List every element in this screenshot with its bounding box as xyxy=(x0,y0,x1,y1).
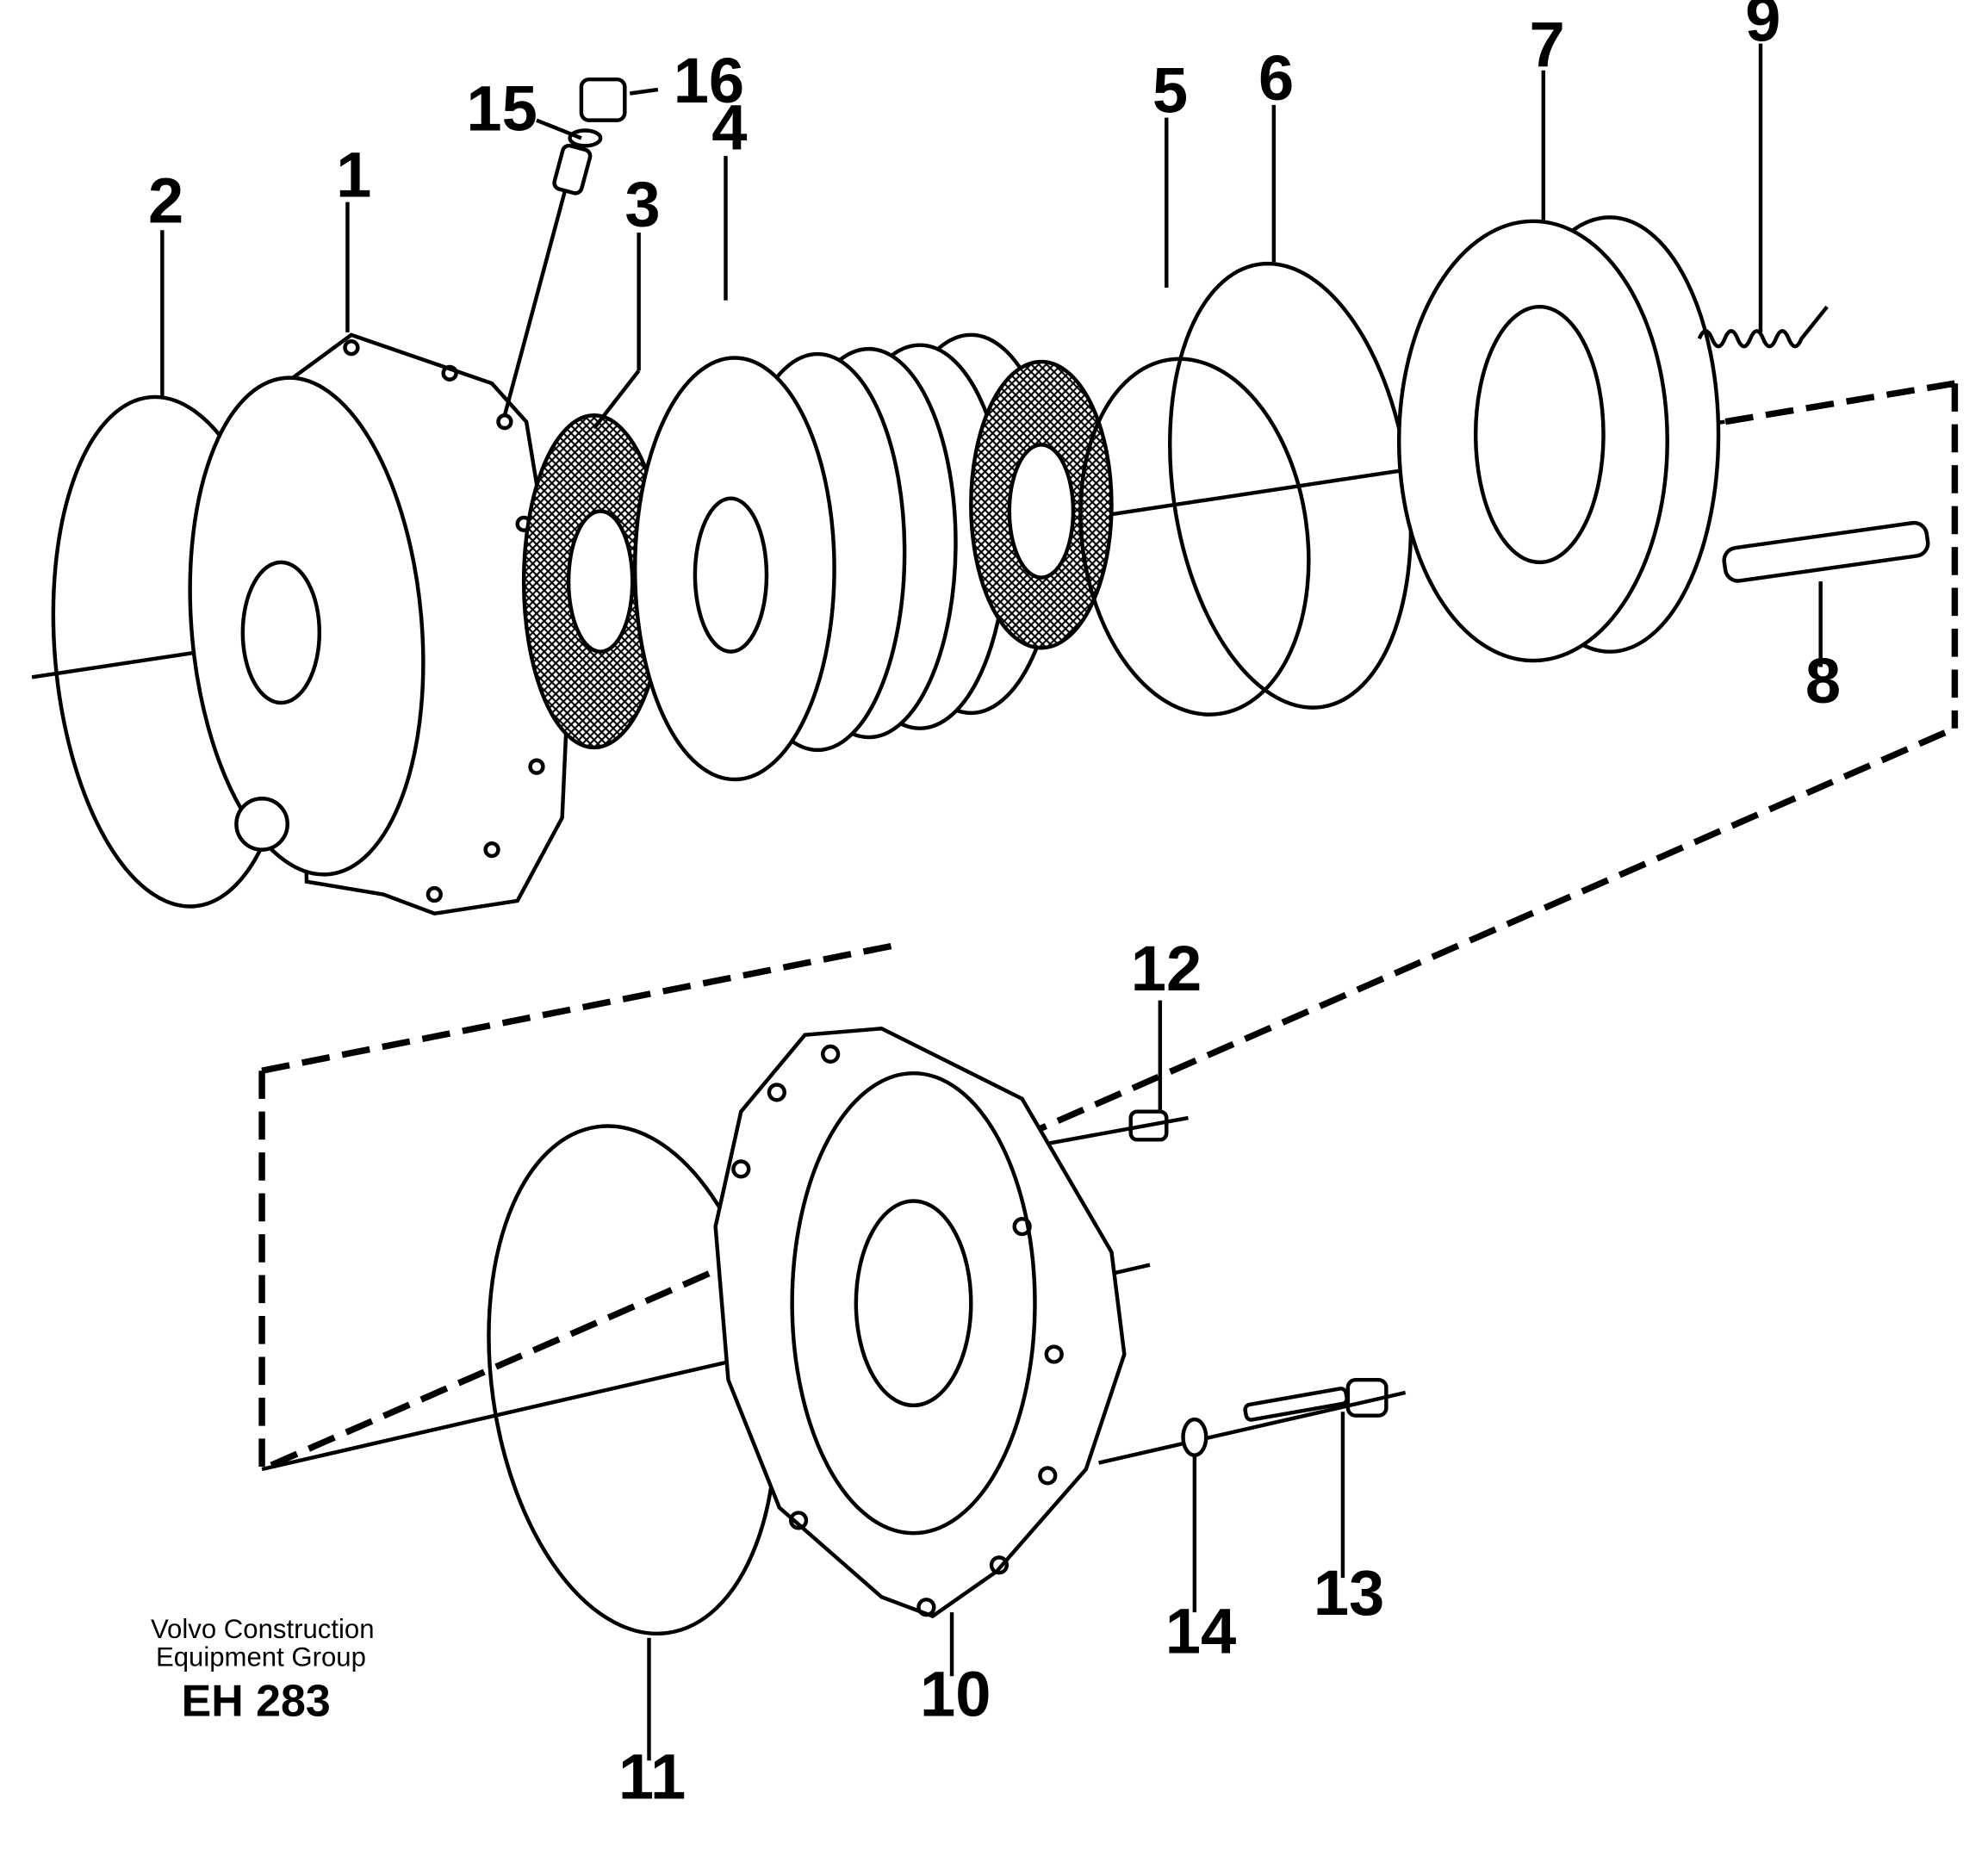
part-1-housing xyxy=(188,332,571,916)
callout-4: 4 xyxy=(711,92,747,164)
part-5-ring xyxy=(1078,357,1311,717)
callout-16: 16 xyxy=(674,45,744,116)
drawing-code: EH 283 xyxy=(182,1676,331,1726)
callout-8: 8 xyxy=(1805,645,1841,717)
part-13-bolt xyxy=(1098,1377,1407,1465)
callout-6: 6 xyxy=(1258,42,1294,114)
callout-11: 11 xyxy=(618,1741,686,1813)
part-16-plug xyxy=(579,77,627,122)
part-7-piston xyxy=(1396,215,1721,663)
part-4-disc-pack xyxy=(632,332,1114,782)
callout-9: 9 xyxy=(1745,0,1780,55)
callout-2: 2 xyxy=(148,164,183,236)
callout-14: 14 xyxy=(1165,1596,1236,1667)
callout-13: 13 xyxy=(1314,1557,1384,1629)
part-8-pin xyxy=(1722,520,1930,583)
callout-10: 10 xyxy=(920,1658,991,1729)
part-3-friction-disc xyxy=(521,413,667,750)
callout-15: 15 xyxy=(466,73,537,145)
company-name-line1: Volvo Construction xyxy=(151,1614,375,1644)
company-name-line2: Equipment Group xyxy=(156,1641,366,1672)
callout-5: 5 xyxy=(1152,55,1188,127)
leader-lines xyxy=(160,43,1823,1761)
callout-12: 12 xyxy=(1131,933,1202,1004)
part-14-washer xyxy=(1181,1417,1208,1457)
part-9-spring xyxy=(1697,305,1829,349)
part-15-nipple xyxy=(552,128,603,195)
callout-7: 7 xyxy=(1529,9,1564,80)
connector-frame xyxy=(258,380,1959,1474)
part-10-cover xyxy=(713,1026,1127,1619)
part-12-nipple xyxy=(1047,1109,1189,1145)
callout-1: 1 xyxy=(336,140,371,211)
callout-3: 3 xyxy=(624,169,660,240)
